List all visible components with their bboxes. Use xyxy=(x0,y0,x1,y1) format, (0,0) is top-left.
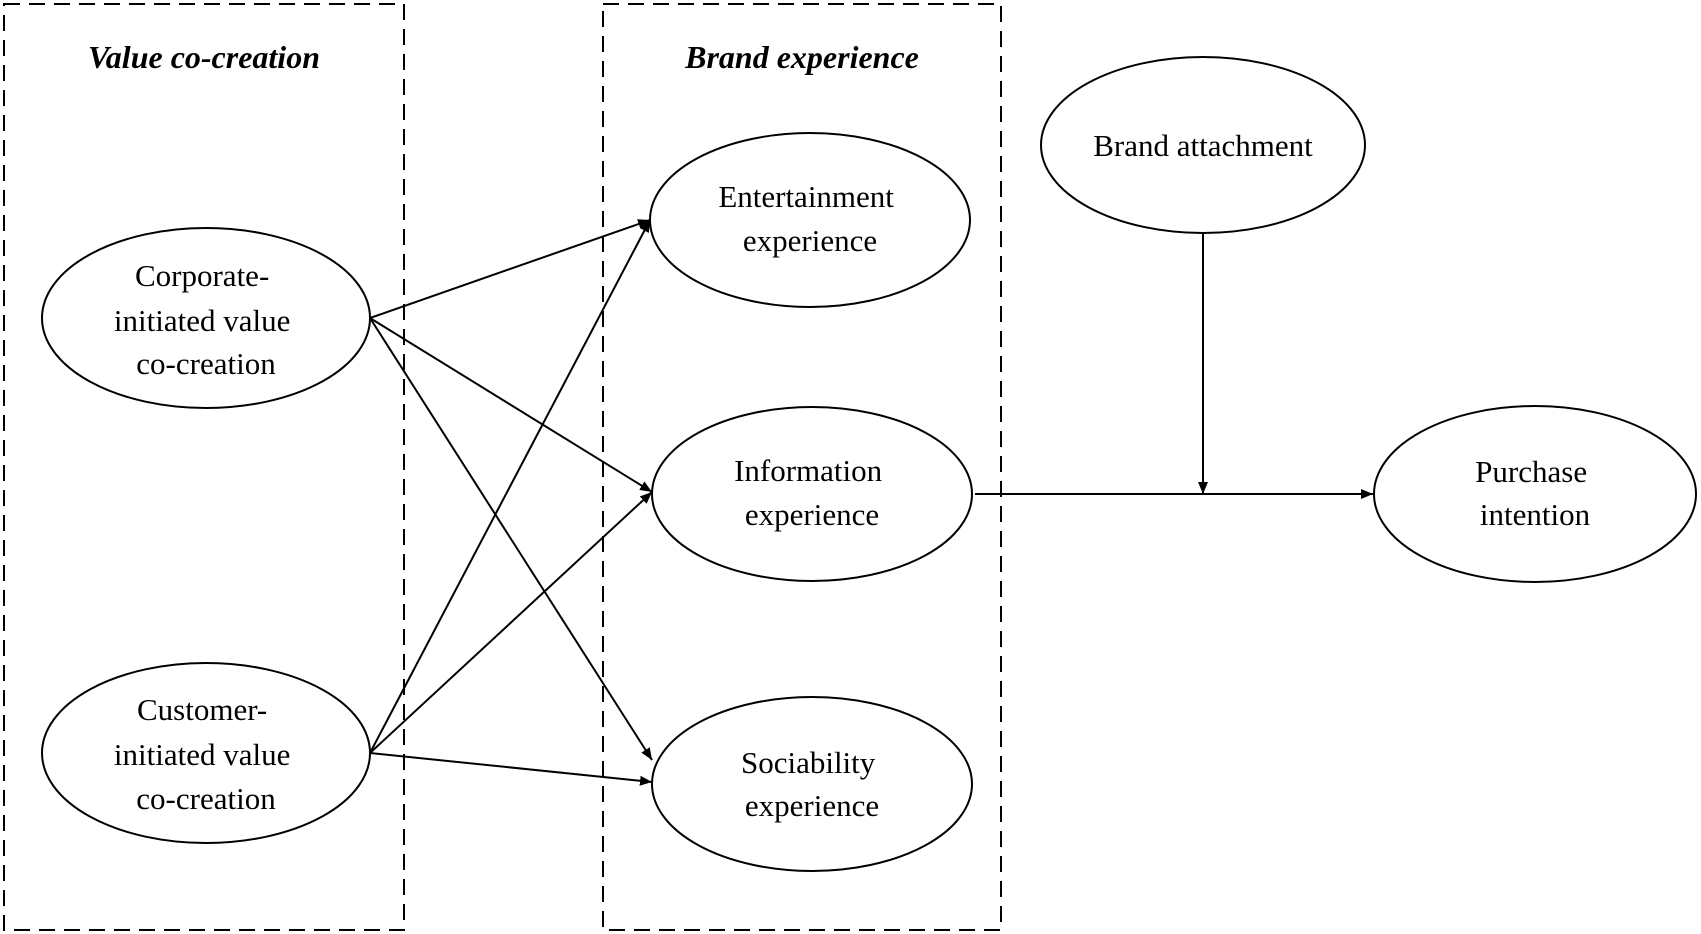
node-information-label: Information experience xyxy=(734,453,890,532)
node-customer-ellipse xyxy=(41,662,371,844)
node-entertainment-label: Entertainment experience xyxy=(718,179,901,258)
edge-corporate-sociability xyxy=(369,317,653,761)
node-sociability-ellipse xyxy=(651,696,973,872)
edge-customer-information xyxy=(369,491,653,754)
brand-experience-group-box xyxy=(602,3,1002,931)
node-sociability-label: Sociability experience xyxy=(741,745,883,823)
edge-corporate-information xyxy=(369,317,653,493)
node-attachment-ellipse xyxy=(1040,56,1366,234)
edges xyxy=(369,219,1373,786)
value-cocreation-group-label: Value co-creation xyxy=(88,39,320,75)
node-attachment-label: Brand attachment xyxy=(1093,128,1313,163)
node-information: Information experience xyxy=(651,406,973,582)
node-customer: Customer- initiated value co-creation xyxy=(41,662,371,844)
node-entertainment-ellipse xyxy=(649,132,971,308)
node-purchase-ellipse xyxy=(1373,405,1697,583)
value-cocreation-group-box xyxy=(3,3,405,931)
node-corporate-ellipse xyxy=(41,227,371,409)
node-purchase-label: Purchase intention xyxy=(1475,454,1595,532)
edge-customer-sociability xyxy=(369,752,653,786)
node-corporate-label: Corporate- initiated value co-creation xyxy=(114,258,298,381)
node-information-ellipse xyxy=(651,406,973,582)
edge-customer-entertainment xyxy=(369,219,651,754)
brand-experience-group-label: Brand experience xyxy=(684,39,919,75)
edge-corporate-entertainment xyxy=(369,219,651,319)
node-attachment: Brand attachment xyxy=(1040,56,1366,234)
node-sociability: Sociability experience xyxy=(651,696,973,872)
node-entertainment: Entertainment experience xyxy=(649,132,971,308)
node-corporate: Corporate- initiated value co-creation xyxy=(41,227,371,409)
node-customer-label: Customer- initiated value co-creation xyxy=(114,692,298,816)
node-purchase: Purchase intention xyxy=(1373,405,1697,583)
